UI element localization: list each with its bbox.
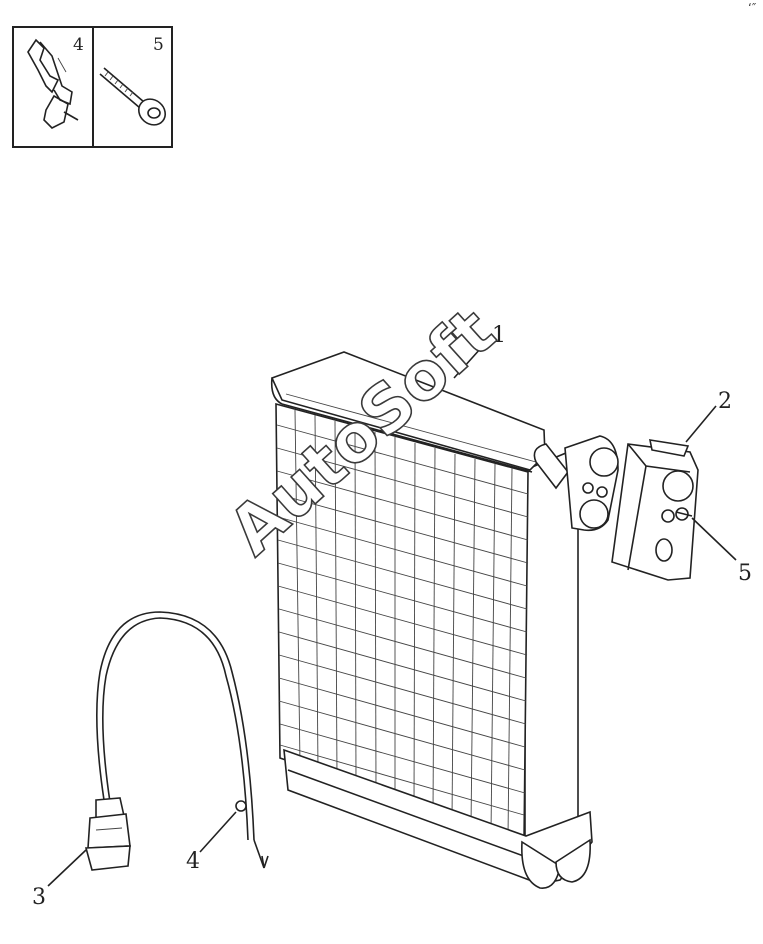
leader-lines [47, 337, 737, 887]
leader-line-4 [199, 811, 237, 853]
evaporator-core [270, 351, 619, 889]
callout-2: 2 [718, 389, 732, 414]
leader-line-2 [685, 405, 717, 443]
callout-4: 4 [186, 849, 200, 874]
leader-line-1 [453, 337, 491, 379]
inset-box: 4 5 [12, 26, 173, 148]
thermistor-assembly [84, 611, 269, 871]
bolt-icon [99, 67, 167, 126]
leader-line-3 [47, 849, 87, 887]
thermistor-clip [235, 800, 247, 812]
evaporator-fittings [533, 435, 619, 532]
connector [84, 797, 131, 871]
callout-3: 3 [32, 885, 46, 910]
callouts: 1 2 3 4 5 [32, 323, 752, 910]
expansion-valve [611, 439, 699, 581]
inset-number-4: 4 [73, 35, 84, 55]
clip-icon [27, 38, 79, 129]
leader-line-5 [691, 517, 737, 561]
inset-number-5: 5 [153, 35, 164, 55]
corner-mark: ʻ″ [748, 1, 757, 15]
callout-5: 5 [738, 561, 752, 586]
callout-1: 1 [492, 323, 506, 348]
